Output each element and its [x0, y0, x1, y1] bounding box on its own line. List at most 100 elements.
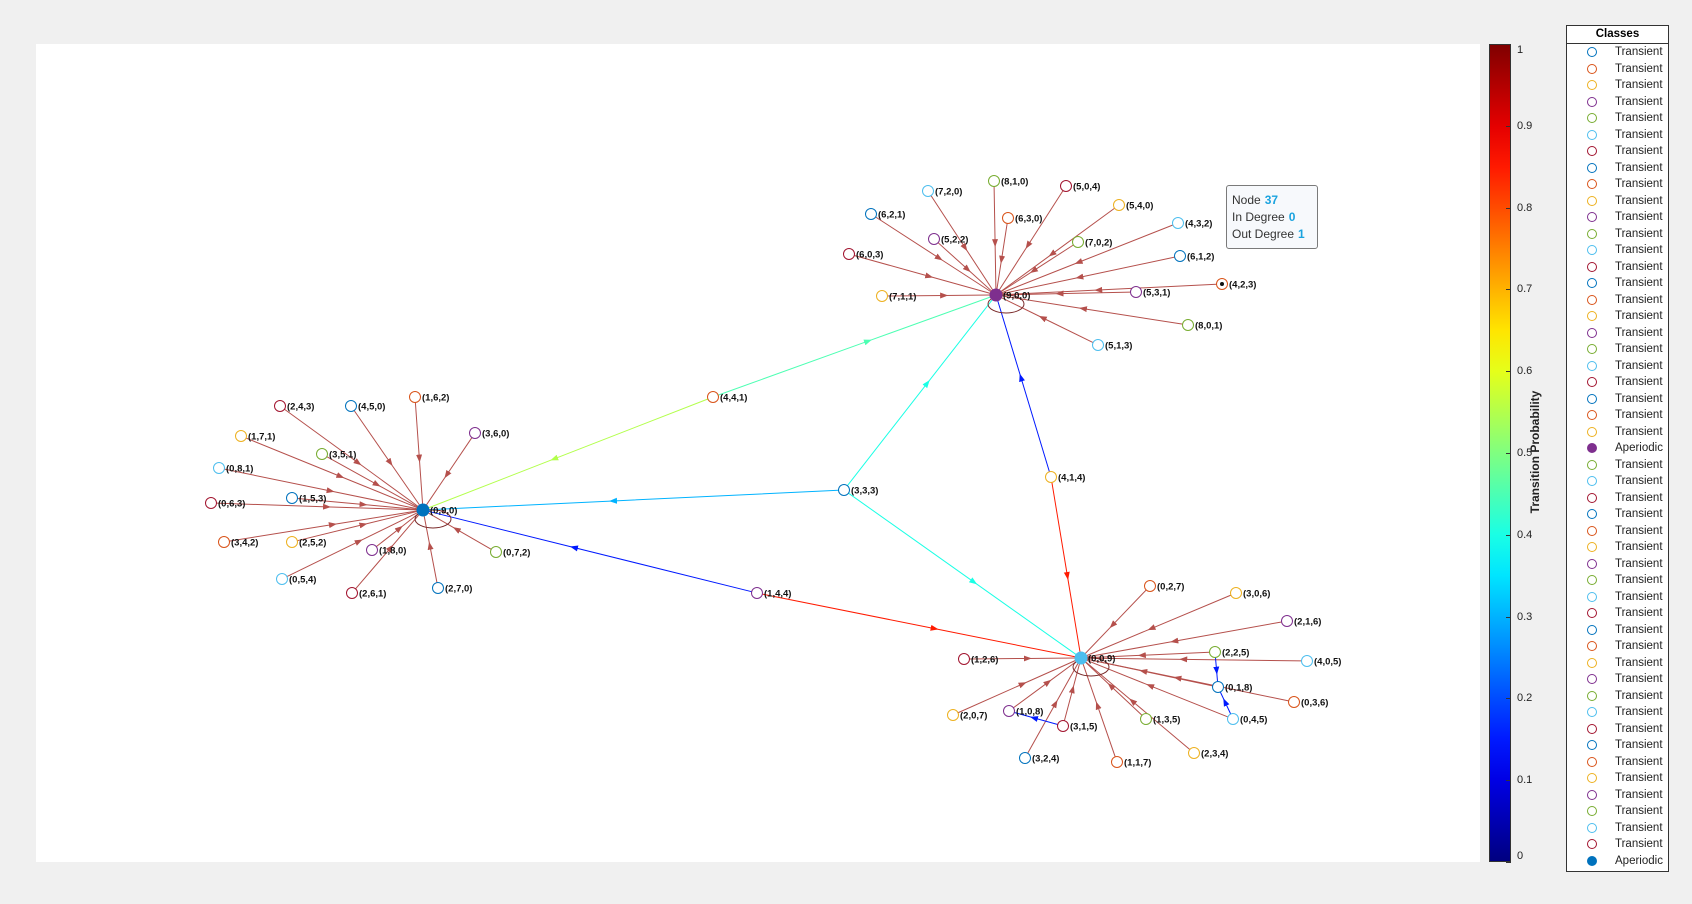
node-1-0-8[interactable]	[1003, 705, 1015, 717]
node-3-4-2[interactable]	[218, 536, 230, 548]
node-2-0-7[interactable]	[947, 709, 959, 721]
legend-item[interactable]: Transient	[1567, 688, 1668, 704]
node-4-3-2[interactable]	[1172, 217, 1184, 229]
legend-item[interactable]: Transient	[1567, 242, 1668, 258]
node-5-3-1[interactable]	[1130, 286, 1142, 298]
legend-item[interactable]: Transient	[1567, 308, 1668, 324]
node-0-9-0[interactable]	[416, 503, 430, 517]
node-2-6-1[interactable]	[346, 587, 358, 599]
node-6-0-3[interactable]	[843, 248, 855, 260]
node-5-4-0[interactable]	[1113, 199, 1125, 211]
node-0-8-1[interactable]	[213, 462, 225, 474]
legend-item[interactable]: Transient	[1567, 473, 1668, 489]
legend-item[interactable]: Transient	[1567, 490, 1668, 506]
legend-item[interactable]: Transient	[1567, 506, 1668, 522]
node-1-7-1[interactable]	[235, 430, 247, 442]
node-5-0-4[interactable]	[1060, 180, 1072, 192]
node-1-2-6[interactable]	[958, 653, 970, 665]
node-0-6-3[interactable]	[205, 497, 217, 509]
node-2-1-6[interactable]	[1281, 615, 1293, 627]
node-7-1-1[interactable]	[876, 290, 888, 302]
legend-item[interactable]: Transient	[1567, 655, 1668, 671]
node-9-0-0[interactable]	[989, 288, 1003, 302]
legend-item[interactable]: Transient	[1567, 556, 1668, 572]
legend-item[interactable]: Transient	[1567, 325, 1668, 341]
legend-item[interactable]: Transient	[1567, 638, 1668, 654]
node-8-0-1[interactable]	[1182, 319, 1194, 331]
legend-item[interactable]: Aperiodic	[1567, 440, 1668, 456]
node-4-1-4[interactable]	[1045, 471, 1057, 483]
legend-item[interactable]: Transient	[1567, 671, 1668, 687]
node-4-5-0[interactable]	[345, 400, 357, 412]
legend-item[interactable]: Transient	[1567, 292, 1668, 308]
legend-item[interactable]: Transient	[1567, 523, 1668, 539]
legend-item[interactable]: Transient	[1567, 589, 1668, 605]
legend-item[interactable]: Transient	[1567, 754, 1668, 770]
node-8-1-0[interactable]	[988, 175, 1000, 187]
node-4-0-5[interactable]	[1301, 655, 1313, 667]
node-6-2-1[interactable]	[865, 208, 877, 220]
node-0-4-5[interactable]	[1227, 713, 1239, 725]
node-3-6-0[interactable]	[469, 427, 481, 439]
node-3-0-6[interactable]	[1230, 587, 1242, 599]
node-0-2-7[interactable]	[1144, 580, 1156, 592]
markov-chain-graph[interactable]: (9,0,0)(0,9,0)(0,0,9)(3,3,3)(4,4,1)(4,1,…	[36, 44, 1480, 862]
node-1-3-5[interactable]	[1140, 713, 1152, 725]
node-1-5-3[interactable]	[286, 492, 298, 504]
node-2-2-5[interactable]	[1209, 646, 1221, 658]
node-6-1-2[interactable]	[1174, 250, 1186, 262]
legend-item[interactable]: Transient	[1567, 94, 1668, 110]
node-2-4-3[interactable]	[274, 400, 286, 412]
node-6-3-0[interactable]	[1002, 212, 1014, 224]
node-7-0-2[interactable]	[1072, 236, 1084, 248]
legend-item[interactable]: Transient	[1567, 176, 1668, 192]
legend-item[interactable]: Transient	[1567, 836, 1668, 852]
node-3-1-5[interactable]	[1057, 720, 1069, 732]
node-3-5-1[interactable]	[316, 448, 328, 460]
legend-item[interactable]: Transient	[1567, 820, 1668, 836]
legend-item[interactable]: Transient	[1567, 424, 1668, 440]
node-2-7-0[interactable]	[432, 582, 444, 594]
node-0-7-2[interactable]	[490, 546, 502, 558]
node-2-5-2[interactable]	[286, 536, 298, 548]
legend-item[interactable]: Transient	[1567, 77, 1668, 93]
legend-item[interactable]: Transient	[1567, 770, 1668, 786]
legend-item[interactable]: Transient	[1567, 110, 1668, 126]
legend-item[interactable]: Transient	[1567, 193, 1668, 209]
legend-item[interactable]: Transient	[1567, 143, 1668, 159]
legend-item[interactable]: Transient	[1567, 721, 1668, 737]
legend-item[interactable]: Transient	[1567, 341, 1668, 357]
legend-item[interactable]: Transient	[1567, 127, 1668, 143]
node-0-5-4[interactable]	[276, 573, 288, 585]
node-5-2-2[interactable]	[928, 233, 940, 245]
node-1-1-7[interactable]	[1111, 756, 1123, 768]
legend-item[interactable]: Transient	[1567, 572, 1668, 588]
legend-item[interactable]: Transient	[1567, 737, 1668, 753]
node-0-1-8[interactable]	[1212, 681, 1224, 693]
node-1-8-0[interactable]	[366, 544, 378, 556]
legend-item[interactable]: Transient	[1567, 160, 1668, 176]
legend-item[interactable]: Transient	[1567, 374, 1668, 390]
node-5-1-3[interactable]	[1092, 339, 1104, 351]
node-1-4-4[interactable]	[751, 587, 763, 599]
legend-item[interactable]: Transient	[1567, 407, 1668, 423]
legend-item[interactable]: Transient	[1567, 44, 1668, 60]
legend-item[interactable]: Transient	[1567, 61, 1668, 77]
legend-item[interactable]: Transient	[1567, 787, 1668, 803]
legend-item[interactable]: Transient	[1567, 605, 1668, 621]
legend-item[interactable]: Transient	[1567, 209, 1668, 225]
node-2-3-4[interactable]	[1188, 747, 1200, 759]
legend-item[interactable]: Transient	[1567, 803, 1668, 819]
node-3-2-4[interactable]	[1019, 752, 1031, 764]
node-3-3-3[interactable]	[838, 484, 850, 496]
node-7-2-0[interactable]	[922, 185, 934, 197]
legend-item[interactable]: Aperiodic	[1567, 853, 1668, 869]
legend-item[interactable]: Transient	[1567, 457, 1668, 473]
legend-item[interactable]: Transient	[1567, 275, 1668, 291]
graph-axes[interactable]: (9,0,0)(0,9,0)(0,0,9)(3,3,3)(4,4,1)(4,1,…	[36, 44, 1480, 862]
legend-item[interactable]: Transient	[1567, 539, 1668, 555]
node-4-4-1[interactable]	[707, 391, 719, 403]
legend-item[interactable]: Transient	[1567, 622, 1668, 638]
legend-item[interactable]: Transient	[1567, 704, 1668, 720]
